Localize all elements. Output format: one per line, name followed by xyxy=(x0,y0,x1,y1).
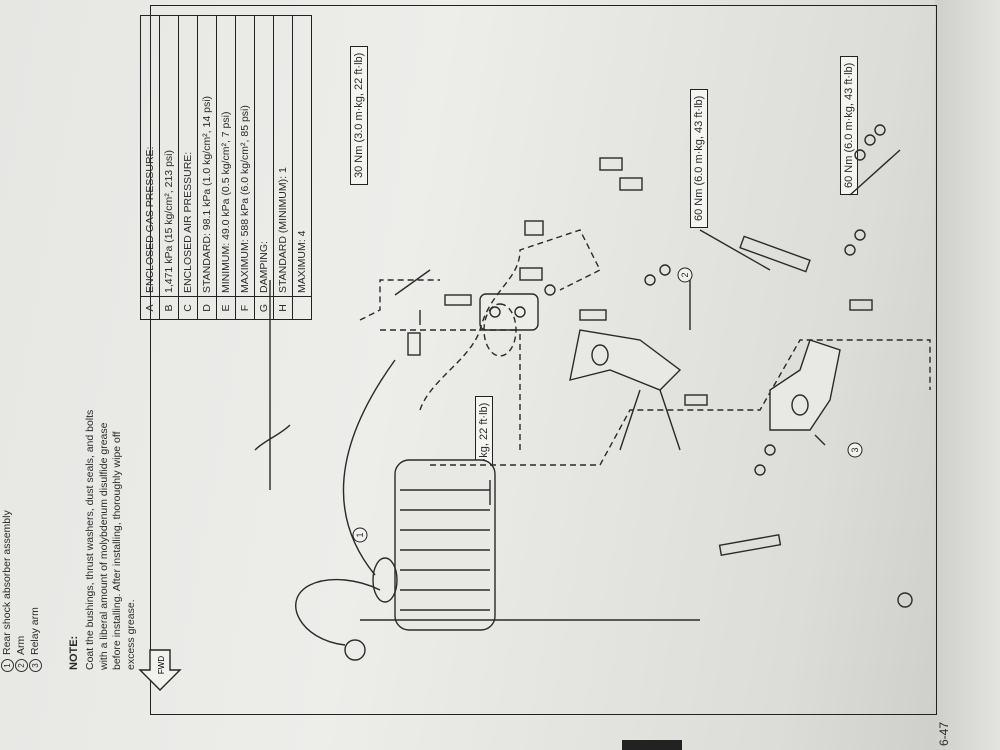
leader-line xyxy=(419,310,491,505)
washer xyxy=(874,124,886,136)
nut xyxy=(897,592,913,608)
page-edge xyxy=(935,0,1000,750)
leader-line xyxy=(394,269,431,296)
frame-dashed-outline xyxy=(430,339,931,466)
bolt xyxy=(684,394,708,406)
fwd-label: FWD xyxy=(157,656,166,674)
washer xyxy=(864,134,876,146)
callout-circle xyxy=(352,527,368,543)
leader-line xyxy=(849,149,901,196)
callout-circle xyxy=(847,442,863,458)
page-number: 6-47 xyxy=(937,721,951,746)
arm-link xyxy=(569,329,682,451)
relay-bracket xyxy=(479,293,539,331)
washer xyxy=(544,284,556,296)
air-hose xyxy=(254,280,291,490)
bolt xyxy=(444,294,472,306)
bolt xyxy=(849,299,873,311)
bushing xyxy=(619,177,643,191)
swing-arm-mount xyxy=(419,229,601,411)
washer xyxy=(854,149,866,161)
fwd-arrow-icon: FWD xyxy=(138,649,182,691)
frame-dashed-outline xyxy=(359,279,440,321)
washer xyxy=(844,244,856,256)
bushing xyxy=(599,157,623,171)
collar xyxy=(407,332,421,356)
bolt xyxy=(579,309,607,321)
reservoir-cap xyxy=(344,639,366,661)
washer xyxy=(754,464,766,476)
bushing xyxy=(524,220,544,236)
washer xyxy=(764,444,776,456)
bolt xyxy=(739,235,811,273)
callout-number: 1 xyxy=(355,532,365,537)
callout-number: 2 xyxy=(680,272,690,277)
callout-number: 3 xyxy=(850,447,860,452)
bolt xyxy=(519,267,543,281)
remote-line xyxy=(342,359,396,576)
leader-line xyxy=(814,434,826,446)
washer xyxy=(644,274,656,286)
binder-tab xyxy=(622,740,682,750)
relay-arm xyxy=(769,339,841,431)
bolt xyxy=(718,534,782,556)
reservoir-hose xyxy=(295,578,381,646)
shock-absorber xyxy=(372,459,496,631)
frame-dashed-outline xyxy=(380,329,521,450)
leader-line xyxy=(699,229,771,271)
washer xyxy=(659,264,671,276)
callout-circle xyxy=(677,267,693,283)
washer xyxy=(854,229,866,241)
